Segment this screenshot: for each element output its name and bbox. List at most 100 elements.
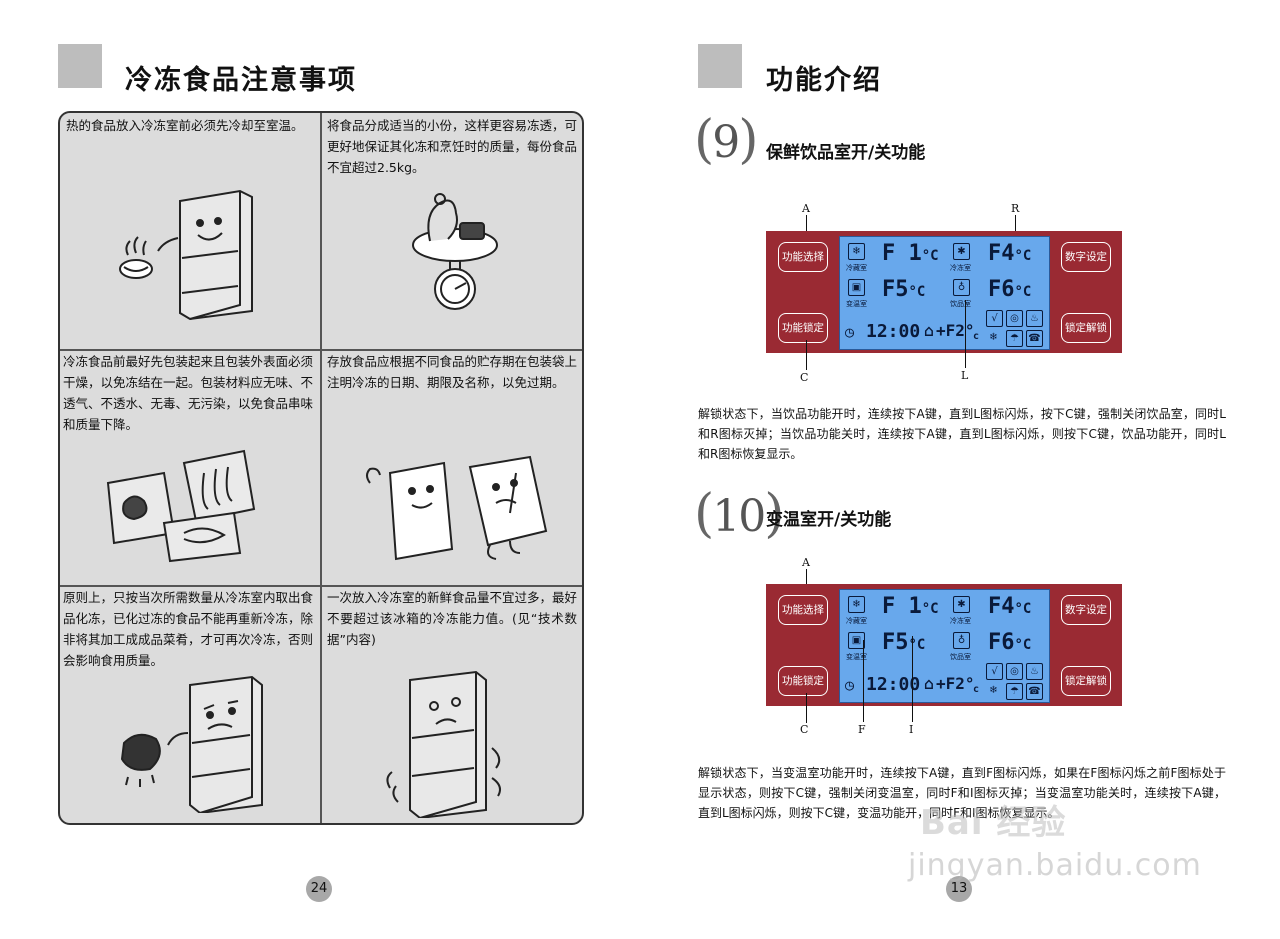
time-display: 12:00 <box>866 321 921 342</box>
grid-divider-vertical <box>320 113 322 823</box>
variable-room-icon: ▣ <box>848 279 865 296</box>
label-A-1: A <box>802 202 810 215</box>
tip-text-3: 冷冻食品前最好先包装起来且包装外表面必须干燥，以免冻结在一起。包装材料应无味、不… <box>63 354 314 432</box>
clock-icon: ◷ <box>845 323 855 341</box>
baidu-watermark-url: jingyan.baidu.com <box>908 848 1202 883</box>
tip-text-4: 存放食品应根据不同食品的贮存期在包装袋上注明冷冻的日期、期限及名称，以免过期。 <box>327 354 578 390</box>
home-icon: ⌂ <box>924 321 934 340</box>
freezer-icon: ✱ <box>953 243 970 260</box>
mode-icon-3: ♨ <box>1026 310 1043 327</box>
control-panel-2: 功能选择 功能锁定 数字设定 锁定解锁 ❄ 冷藏室 F 1°C ✱ 冷冻室 F4… <box>766 584 1122 706</box>
snowflake-icon: ❄ <box>989 332 998 343</box>
snowflake-icon-2: ❄ <box>989 685 998 696</box>
overloaded-fridge-illustration <box>386 670 501 818</box>
drink-room-icon: ♁ <box>953 279 970 296</box>
left-page-number: 24 <box>306 876 332 902</box>
cold-room-icon: ❄ <box>848 243 865 260</box>
cold-room-label-2: 冷藏室 <box>846 617 867 625</box>
section-10-description: 解锁状态下，当变温室功能开时，连续按下A键，直到F图标闪烁，如果在F图标闪烁之前… <box>698 766 1226 820</box>
label-L-1: L <box>961 369 969 382</box>
section-9-number: (9) <box>694 110 759 170</box>
mode-icon-2-2: ◎ <box>1006 663 1023 680</box>
temp-f5: F5°C <box>882 277 926 302</box>
labeled-bags-illustration <box>366 455 548 561</box>
func-select-button[interactable]: 功能选择 <box>778 242 828 272</box>
temp-f6: F6°C <box>988 277 1032 302</box>
left-page-title: 冷冻食品注意事项 <box>125 65 357 96</box>
leader-C-2 <box>806 693 807 723</box>
section-9-digit: 9 <box>712 117 740 168</box>
label-C-2: C <box>800 723 809 736</box>
mode-icon-1-2: √ <box>986 663 1003 680</box>
mode-icon-5: ☂ <box>1006 330 1023 347</box>
temp-f2-2: +F2° <box>936 674 975 693</box>
tip-text-5: 原则上，只按当次所需数量从冷冻室内取出食品化冻，已化过冻的食品不能再重新冷冻，除… <box>63 590 314 668</box>
cold-room-label: 冷藏室 <box>846 264 867 272</box>
section-9-description: 解锁状态下，当饮品功能开时，连续按下A键，直到L图标闪烁，按下C键，强制关闭饮品… <box>698 407 1226 461</box>
label-I-2: I <box>909 723 914 736</box>
tip-text-2: 将食品分成适当的小份，这样更容易冻透，可更好地保证其化冻和烹饪时的质量，每份食品… <box>327 118 578 175</box>
clock-icon-2: ◷ <box>845 676 855 694</box>
temp-f1-2: F 1°C <box>882 594 939 619</box>
leader-L-1 <box>965 300 966 368</box>
digit-set-button-2[interactable]: 数字设定 <box>1061 595 1111 625</box>
freezer-icon-2: ✱ <box>953 596 970 613</box>
variable-room-label: 变温室 <box>846 300 867 308</box>
drink-room-icon-2: ♁ <box>953 632 970 649</box>
leader-R-1 <box>1015 215 1016 245</box>
wrapped-food-illustration <box>106 449 256 563</box>
right-page-title: 功能介绍 <box>766 65 882 96</box>
func-lock-button-2[interactable]: 功能锁定 <box>778 666 828 696</box>
drink-room-label: 饮品室 <box>950 300 971 308</box>
label-A-2: A <box>802 556 810 569</box>
baidu-watermark-brand: Bai 经验 <box>920 803 1067 843</box>
freezer-label: 冷冻室 <box>950 264 971 272</box>
leader-C-1 <box>806 340 807 370</box>
lock-unlock-button[interactable]: 锁定解锁 <box>1061 313 1111 343</box>
temp-f2: +F2° <box>936 321 975 340</box>
section-10-title: 变温室开/关功能 <box>766 510 892 530</box>
lcd-display-1: ❄ 冷藏室 F 1°C ✱ 冷冻室 F4°C ▣ 变温室 F5°C ♁ 饮品室 … <box>839 236 1050 350</box>
temp-f6-2: F6°C <box>988 630 1032 655</box>
lock-unlock-button-2[interactable]: 锁定解锁 <box>1061 666 1111 696</box>
temp-f5-2: F5°C <box>882 630 926 655</box>
left-header-box <box>58 44 102 88</box>
leader-I-2 <box>912 636 913 722</box>
func-select-button-2[interactable]: 功能选择 <box>778 595 828 625</box>
lcd-display-2: ❄ 冷藏室 F 1°C ✱ 冷冻室 F4°C ▣ 变温室 F5°C ♁ 饮品室 … <box>839 589 1050 703</box>
section-10-digit: 10 <box>712 491 766 542</box>
grid-divider-2 <box>60 585 582 587</box>
leader-F-2 <box>863 640 864 722</box>
section-9-title: 保鲜饮品室开/关功能 <box>766 143 926 163</box>
drink-room-label-2: 饮品室 <box>950 653 971 661</box>
mode-icon-6: ☎ <box>1026 330 1043 347</box>
time-display-2: 12:00 <box>866 674 921 695</box>
mode-icon-6-2: ☎ <box>1026 683 1043 700</box>
control-panel-1: 功能选择 功能锁定 数字设定 锁定解锁 ❄ 冷藏室 F 1°C ✱ 冷冻室 F4… <box>766 231 1122 353</box>
label-F-2: F <box>858 723 866 736</box>
func-lock-button[interactable]: 功能锁定 <box>778 313 828 343</box>
temp-f4-2: F4°C <box>988 594 1032 619</box>
tip-text-6: 一次放入冷冻室的新鲜食品量不宜过多，最好不要超过该冰箱的冷冻能力值。(见“技术数… <box>327 590 578 647</box>
home-icon-2: ⌂ <box>924 674 934 693</box>
mode-icon-2: ◎ <box>1006 310 1023 327</box>
variable-room-icon-2: ▣ <box>848 632 865 649</box>
right-page-number: 13 <box>946 876 972 902</box>
label-R-1: R <box>1011 202 1020 215</box>
digit-set-button[interactable]: 数字设定 <box>1061 242 1111 272</box>
freezer-label-2: 冷冻室 <box>950 617 971 625</box>
fridge-hot-food-illustration <box>119 189 253 321</box>
section-10-number: (10) <box>694 484 785 544</box>
temp-f2-unit-2: c <box>973 684 980 695</box>
grid-divider-1 <box>60 349 582 351</box>
temp-f2-unit: c <box>973 331 980 342</box>
variable-room-label-2: 变温室 <box>846 653 867 661</box>
mode-icon-5-2: ☂ <box>1006 683 1023 700</box>
label-C-1: C <box>800 371 809 384</box>
mode-icon-1: √ <box>986 310 1003 327</box>
right-header-box <box>698 44 742 88</box>
sad-fridge-illustration <box>120 675 263 813</box>
food-portion-scale-illustration <box>412 193 498 310</box>
temp-f1: F 1°C <box>882 241 939 266</box>
cold-room-icon-2: ❄ <box>848 596 865 613</box>
